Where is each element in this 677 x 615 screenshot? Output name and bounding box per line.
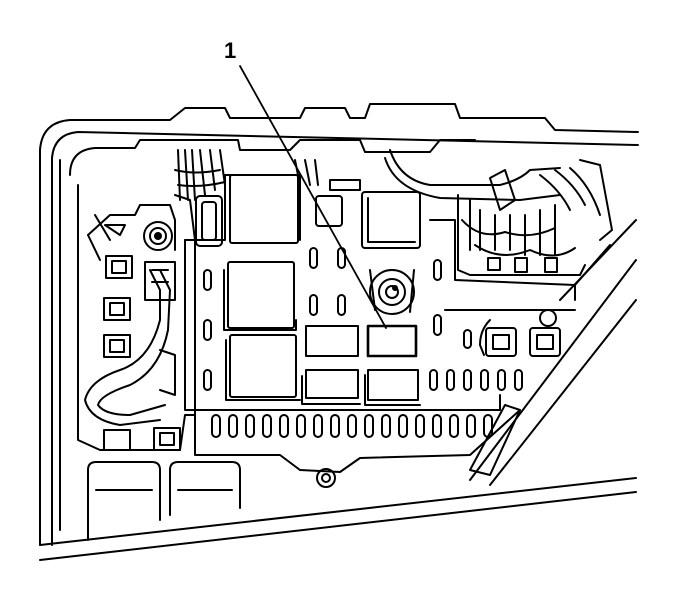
housing-outline — [40, 104, 638, 560]
fuse-1 — [306, 326, 358, 356]
mounting-bracket — [88, 205, 175, 260]
callout-leader — [240, 66, 386, 328]
fuse-target — [368, 326, 416, 356]
fuse-4 — [365, 370, 420, 405]
housing-right-edge — [470, 220, 636, 485]
connector-top-left — [196, 196, 222, 246]
left-connector-squares — [104, 256, 180, 450]
stud-center — [370, 270, 414, 314]
relay-top-2 — [362, 192, 420, 248]
relay-mid-2 — [226, 335, 300, 400]
mini-fuse-slots — [204, 248, 522, 437]
wire-loop-left — [85, 262, 175, 425]
relay-mid-1 — [224, 262, 296, 330]
right-connector-squares — [486, 310, 560, 356]
callout-label-1: 1 — [224, 38, 237, 63]
wires-top — [175, 150, 360, 200]
wiring-harness — [385, 150, 612, 275]
lower-bays — [88, 462, 335, 540]
relay-top-1 — [230, 175, 298, 243]
fuse-3 — [302, 370, 360, 404]
stud-left — [144, 222, 172, 250]
